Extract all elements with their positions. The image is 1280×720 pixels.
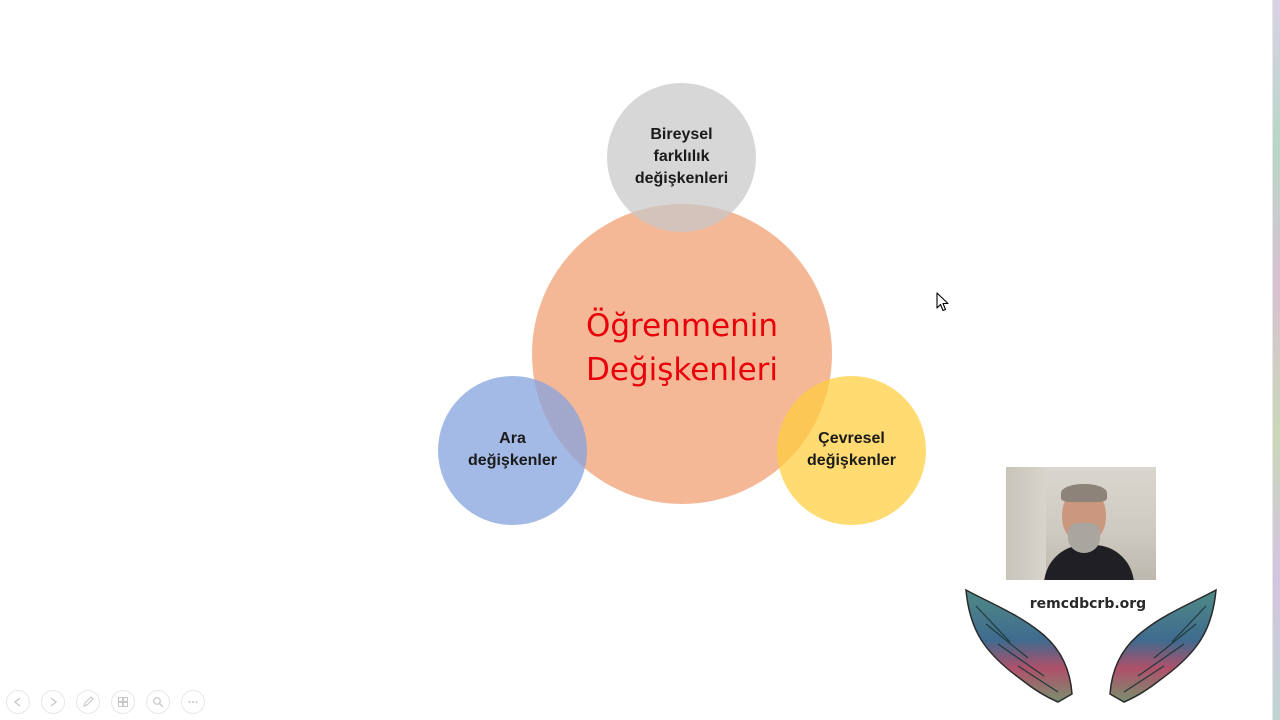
pen-icon[interactable] [76, 690, 100, 714]
left-label: Ara değişkenler [438, 428, 587, 472]
edge-artifact-strip [1273, 0, 1280, 720]
center-label: Öğrenmenin Değişkenleri [532, 304, 832, 392]
slideshow-toolbar [6, 690, 205, 714]
right-label-line2: değişkenler [807, 452, 896, 469]
left-circle [438, 376, 587, 525]
next-icon[interactable] [41, 690, 65, 714]
presenter-hair [1061, 484, 1107, 502]
winged-logo [965, 588, 1217, 703]
more-icon[interactable] [181, 690, 205, 714]
zoom-icon[interactable] [146, 690, 170, 714]
center-label-line1: Öğrenmenin [585, 308, 779, 344]
left-label-line1: Ara [499, 430, 526, 447]
slides-grid-icon[interactable] [111, 690, 135, 714]
right-circle [777, 376, 926, 525]
right-label: Çevresel değişkenler [777, 428, 926, 472]
presenter-beard [1068, 523, 1100, 553]
center-label-line2: Değişkenleri [586, 352, 778, 388]
logo-text: remcdbcrb.org [1029, 596, 1147, 612]
top-label-line3: değişkenleri [634, 170, 729, 187]
previous-icon[interactable] [6, 690, 30, 714]
mouse-pointer-icon [936, 292, 949, 312]
top-circle [607, 83, 756, 232]
top-label-line2: farklılık [653, 148, 710, 165]
webcam-feed [1006, 467, 1156, 580]
left-label-line2: değişkenler [468, 452, 557, 469]
right-label-line1: Çevresel [818, 430, 885, 447]
top-label: Bireysel farklılık değişkenleri [607, 124, 756, 190]
top-label-line1: Bireysel [650, 126, 713, 143]
left-wing-icon [965, 588, 1073, 703]
edge-divider [1272, 0, 1273, 720]
right-wing-icon [1109, 588, 1217, 703]
